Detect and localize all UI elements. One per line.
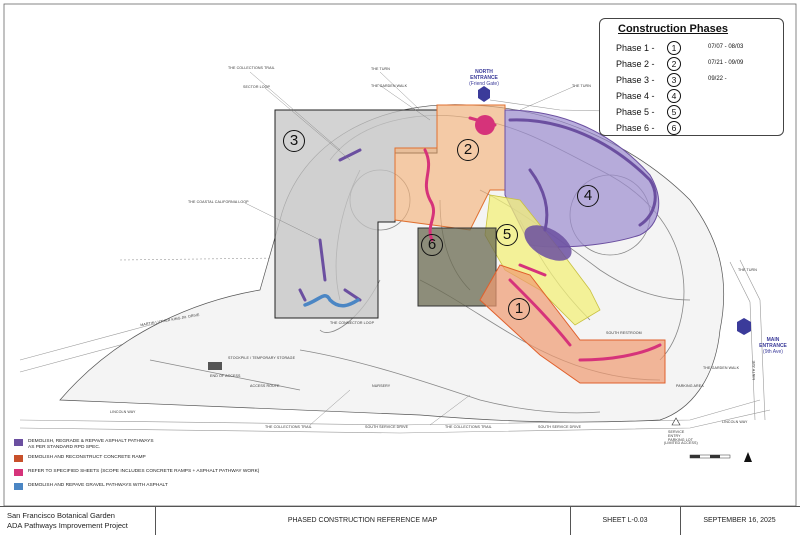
phase-6-number: 6: [421, 234, 443, 256]
label-stockpile: STOCKPILE / TEMPORARY STORAGE: [228, 356, 296, 360]
phase-dates: 07/21 - 09/09: [708, 60, 744, 66]
main-entrance-line3: (9th Ave): [763, 349, 783, 355]
label-collections-trail-bottom2: THE COLLECTIONS TRAIL: [445, 425, 492, 429]
phase-number-circle: 2: [667, 57, 681, 71]
label-south-service-drive-right: SOUTH SERVICE DRIVE: [538, 425, 582, 429]
legend-text: DEMOLISH AND REPAVE GRAVEL PATHWAYS WITH…: [28, 483, 168, 488]
phase-number-circle: 1: [667, 41, 681, 55]
title-block-sheet-no: SHEET L-0.03: [570, 507, 681, 535]
label-ninth-ave: NINTH AVE: [752, 360, 756, 380]
phase-label: Phase 2 -: [616, 59, 655, 69]
phase-number-circle: 4: [667, 89, 681, 103]
legend-swatch-blue: [14, 483, 23, 490]
phase-label: Phase 3 -: [616, 75, 655, 85]
main-entrance-label: MAIN ENTRANCE (9th Ave): [755, 337, 791, 355]
phase-5-number: 5: [496, 224, 518, 246]
main-entrance-line1: MAIN: [766, 337, 780, 343]
phases-title: Construction Phases: [618, 23, 729, 35]
north-entrance-label: NORTH ENTRANCE (Friend Gate): [464, 69, 504, 87]
phase-number-circle: 5: [667, 105, 681, 119]
pond-purple: [524, 225, 572, 261]
legend-text: DEMOLISH, REGRADE & REPAVE ASPHALT PATHW…: [28, 439, 154, 450]
legend-swatch-purple: [14, 439, 23, 446]
sheet-title: PHASED CONSTRUCTION REFERENCE MAP: [287, 517, 438, 524]
label-service-entry: SERVICE ENTRY PARKING LOT: [668, 430, 693, 442]
title-block-date: SEPTEMBER 16, 2025: [680, 507, 799, 535]
service-entry-marker: [671, 417, 681, 426]
north-entrance-marker: [478, 86, 490, 102]
label-sector-loop: SECTOR LOOP: [243, 85, 270, 89]
label-end-of-access: END OF ACCESS: [210, 374, 241, 378]
label-the-turn-right: THE TURN: [738, 268, 757, 272]
sheet-number: SHEET L-0.03: [602, 517, 648, 524]
leader-lines: [244, 71, 576, 426]
phase-label: Phase 6 -: [616, 123, 655, 133]
label-connector-loop: THE CONNECTOR LOOP: [330, 321, 375, 325]
org-line-2: ADA Pathways Improvement Project: [7, 521, 128, 530]
north-arrow-icon: [744, 452, 752, 462]
label-the-turn-right-top: THE TURN: [572, 84, 591, 88]
label-south-restroom: SOUTH RESTROOM: [606, 331, 642, 335]
label-collections-trail-bottom: THE COLLECTIONS TRAIL: [265, 425, 312, 429]
phase-dates: 09/22 -: [708, 76, 727, 82]
north-entrance-line1: NORTH: [475, 69, 493, 75]
label-limited-access: (LIMITED ACCESS): [664, 441, 698, 445]
label-garden-walk-right: THE GARDEN WALK: [703, 366, 740, 370]
label-lincoln-way-right: LINCOLN WAY: [722, 420, 748, 424]
main-entrance-line2: ENTRANCE: [759, 343, 787, 349]
phase-1-number: 1: [508, 298, 530, 320]
label-parking-area: PARKING AREA: [676, 384, 704, 388]
phase-4-number: 4: [577, 185, 599, 207]
legend-text: DEMOLISH AND RECONSTRUCT CONCRETE RAMP: [28, 455, 146, 460]
legend-swatch-orange: [14, 455, 23, 462]
asphalt-repave-paths: [298, 118, 657, 302]
legend-swatch-pink: [14, 469, 23, 476]
legend-text: REFER TO SPECIFIED SHEETS (SCOPE INCLUDE…: [28, 469, 260, 474]
phase-number-circle: 6: [667, 121, 681, 135]
label-lincoln-way-left: LINCOLN WAY: [110, 410, 136, 414]
phase-number-circle: 3: [667, 73, 681, 87]
scale-bar: [689, 454, 731, 459]
label-garden-walk-top: THE GARDEN WALK: [371, 84, 408, 88]
phase-dates: 07/07 - 08/03: [708, 44, 744, 50]
sheet-date: SEPTEMBER 16, 2025: [703, 517, 776, 524]
phase-label: Phase 5 -: [616, 107, 655, 117]
label-south-service-drive-left: SOUTH SERVICE DRIVE: [365, 425, 409, 429]
stockpile-area: [208, 362, 222, 370]
label-the-turn-top: THE TURN: [371, 67, 390, 71]
title-block-org: San Francisco Botanical Garden ADA Pathw…: [0, 507, 156, 535]
phase-label: Phase 4 -: [616, 91, 655, 101]
phase-3-number: 3: [283, 130, 305, 152]
north-plaza-pink: [475, 115, 495, 135]
construction-phases-panel: Construction Phases Phase 1 - 1 07/07 - …: [599, 18, 784, 136]
title-block: San Francisco Botanical Garden ADA Pathw…: [0, 506, 800, 535]
label-access-route: ACCESS ROUTE: [250, 384, 280, 388]
main-entrance-marker: [737, 318, 751, 335]
phase-2-number: 2: [457, 139, 479, 161]
label-nursery: NURSERY: [372, 384, 391, 388]
north-entrance-line2: ENTRANCE: [470, 75, 498, 81]
gravel-paths: [303, 294, 360, 308]
phase-label: Phase 1 -: [616, 43, 655, 53]
org-line-1: San Francisco Botanical Garden: [7, 511, 115, 520]
label-coastal-loop: THE COASTAL CALIFORNIA LOOP: [188, 200, 249, 204]
north-entrance-line3: (Friend Gate): [469, 81, 499, 87]
title-block-sheet-title: PHASED CONSTRUCTION REFERENCE MAP: [155, 507, 571, 535]
label-collections-trail-top: THE COLLECTIONS TRAIL: [228, 66, 275, 70]
